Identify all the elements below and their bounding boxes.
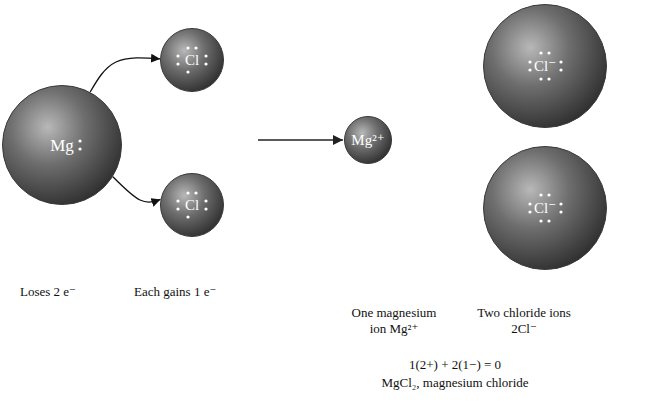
electron-dot [204, 54, 207, 57]
chloride-ion: Cl⁻ [483, 4, 607, 128]
element-symbol: Mg²⁺ [351, 133, 384, 148]
caption-text: 1(2+) + 2(1−) = 0 [370, 357, 540, 373]
electron-dot [176, 62, 179, 65]
electron-dot [528, 202, 531, 205]
element-symbol: Cl [185, 53, 199, 68]
caption-text: One magnesium ion Mg²⁺ [346, 305, 442, 337]
electron-dot [176, 199, 179, 202]
sphere-body [484, 5, 607, 128]
sphere-body [345, 117, 392, 164]
sphere-body [161, 174, 224, 237]
magnesium-atom: Mg [2, 85, 122, 205]
element-symbol: Mg [50, 137, 74, 154]
electron-dot [539, 219, 542, 222]
electron-dot [539, 51, 542, 54]
electron-dot [539, 193, 542, 196]
electron-transfer-arrow [90, 58, 160, 92]
electron-dot [186, 215, 189, 218]
element-symbol: Cl⁻ [534, 59, 556, 74]
electron-dot [186, 70, 189, 73]
sphere-body [161, 29, 224, 92]
electron-dot [176, 54, 179, 57]
electron-dot [547, 51, 550, 54]
electron-dot [528, 210, 531, 213]
sphere-body [3, 86, 122, 205]
electron-dot [194, 46, 197, 49]
electron-transfer-arrow [113, 177, 161, 202]
chlorine-atom: Cl [160, 28, 224, 92]
electron-dot [547, 193, 550, 196]
electron-dot [559, 210, 562, 213]
reaction-arrow [258, 139, 343, 140]
chloride-ion: Cl⁻ [483, 146, 607, 270]
caption-text: Each gains 1 e⁻ [134, 284, 264, 300]
caption-text: Two chloride ions 2Cl⁻ [476, 305, 572, 337]
element-symbol: Cl⁻ [534, 201, 556, 216]
caption-text: Loses 2 e⁻ [20, 284, 130, 300]
electron-dot [539, 77, 542, 80]
electron-dot [528, 60, 531, 63]
electron-dot [559, 202, 562, 205]
electron-dot [204, 62, 207, 65]
electron-dot [186, 46, 189, 49]
electron-dot [204, 207, 207, 210]
magnesium-ion: Mg²⁺ [344, 116, 392, 164]
electron-dot [186, 191, 189, 194]
caption-text: MgCl₂, magnesium chloride [340, 375, 570, 391]
sphere-body [484, 147, 607, 270]
electron-dot [559, 68, 562, 71]
electron-dot [559, 60, 562, 63]
electron-dot [176, 207, 179, 210]
electron-dot [547, 219, 550, 222]
electron-dot [194, 191, 197, 194]
electron-dot [78, 139, 81, 142]
electron-dot [528, 68, 531, 71]
element-symbol: Cl [185, 198, 199, 213]
electron-dot [204, 199, 207, 202]
chlorine-atom: Cl [160, 173, 224, 237]
electron-dot [547, 77, 550, 80]
electron-dot [78, 147, 81, 150]
